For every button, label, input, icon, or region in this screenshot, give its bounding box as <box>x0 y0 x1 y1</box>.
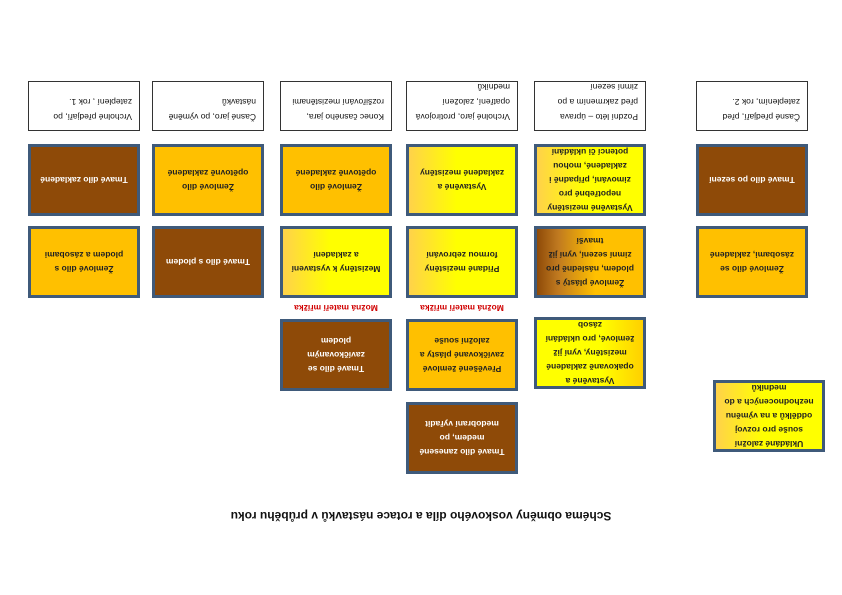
box-c1-r4: Ukládáné založní souše pro rozvoj oddělk… <box>713 380 825 452</box>
header-col1: Časné předjaří, před zateplením, rok 2. <box>696 81 808 131</box>
box-c2-r2: Žemlové plástý s plodem, následně pro zi… <box>534 226 646 298</box>
box-c4-r2: Mezistěny k vystavení a zakladení <box>280 226 392 298</box>
note-grid-col3: Možná mateří mřížka <box>420 303 504 313</box>
box-c6-r1: Tmavé dílo zakladené <box>28 144 140 216</box>
box-c5-r2: Tmavé dílo s plodem <box>152 226 264 298</box>
box-c6-r2: Žemlové dílo s plodem a zásobami <box>28 226 140 298</box>
header-col2: Pozdní léto – úprava před zakrmením a po… <box>534 81 646 131</box>
box-c3-r2: Přidané mezistěny formou zebrování <box>406 226 518 298</box>
box-c2-r1: Vystavěné mezistěny nepotřebné pro zimov… <box>534 144 646 216</box>
box-c1-r2: Žemlové dílo se zásobami, zakladené <box>696 226 808 298</box>
header-col3: Vrcholné jaro, protirojová opatření, zal… <box>406 81 518 131</box>
box-c3-r1: Vystavěné a zakladené mezistěny <box>406 144 518 216</box>
box-c4-r3: Tmavé dílo se zavíčkovaným plodem <box>280 319 392 391</box>
header-col5: Časné jaro, po výměně nástavků <box>152 81 264 131</box>
box-c3-r4: Tmavé dílo zanesené medem, po medobraní … <box>406 402 518 474</box>
header-col4: Konec časného jara, rozšiřování mezistěn… <box>280 81 392 131</box>
header-col6: Vrcholné předjaří, po zateplení , rok 1. <box>28 81 140 131</box>
note-grid-col4: Možná mateří mřížka <box>294 303 378 313</box>
box-c3-r3: Převěšené žemlové zavíčkované plásty a z… <box>406 319 518 391</box>
box-c5-r1: Žemlové dílo opětovně zakladené <box>152 144 264 216</box>
box-c1-r1: Tmavé dílo po sezení <box>696 144 808 216</box>
box-c4-r1: Žemlové dílo opětovně zakladené <box>280 144 392 216</box>
box-c2-r3: Vystavěné a opakovaně zakladené mezistěn… <box>534 317 646 389</box>
diagram-caption: Schéma obměny voskového díla a rotace ná… <box>230 509 612 523</box>
